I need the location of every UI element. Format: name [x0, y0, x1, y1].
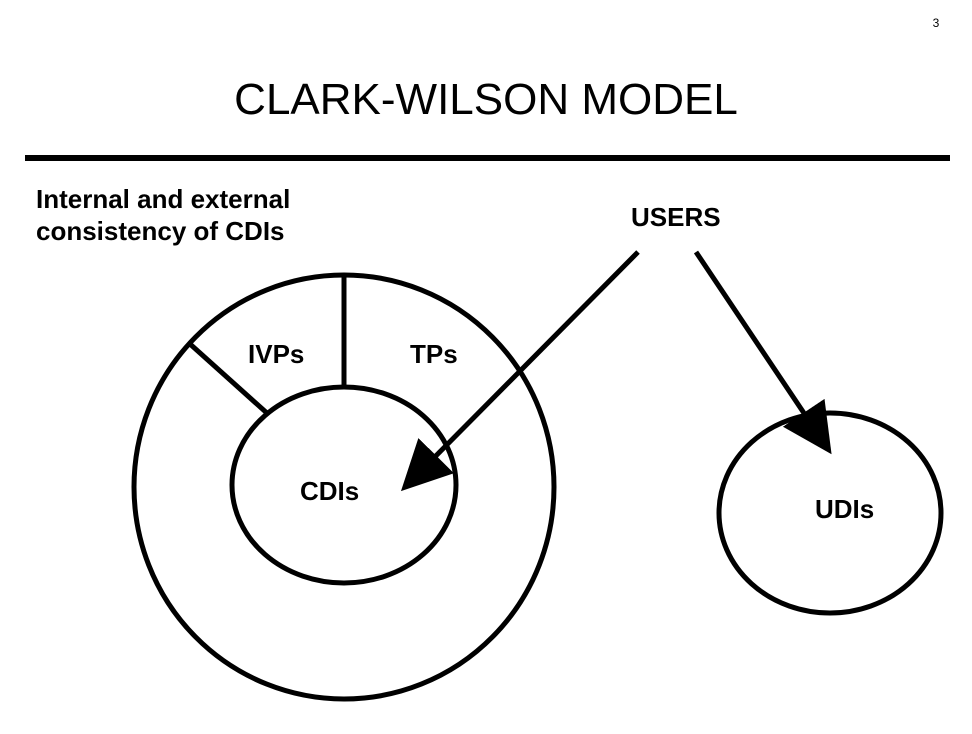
arrow-users-to-udis	[693, 250, 832, 455]
ring-divider-left	[188, 342, 270, 416]
users-label: USERS	[631, 202, 721, 232]
arrow-users-to-cdis	[400, 250, 640, 492]
slide-subtitle: Internal and external consistency of CDI…	[36, 183, 290, 247]
slide-title: CLARK-WILSON MODEL	[234, 75, 738, 124]
ivps-label: IVPs	[248, 339, 304, 369]
page-number: 3	[932, 16, 940, 30]
cdis-label: CDIs	[300, 476, 359, 506]
outer-ring-shape	[131, 272, 557, 702]
subtitle-line-1: Internal and external	[36, 184, 291, 214]
title-divider	[25, 155, 950, 161]
tps-label: TPs	[410, 339, 458, 369]
udis-label: UDIs	[815, 494, 874, 524]
subtitle-line-2: consistency of CDIs	[36, 216, 285, 246]
